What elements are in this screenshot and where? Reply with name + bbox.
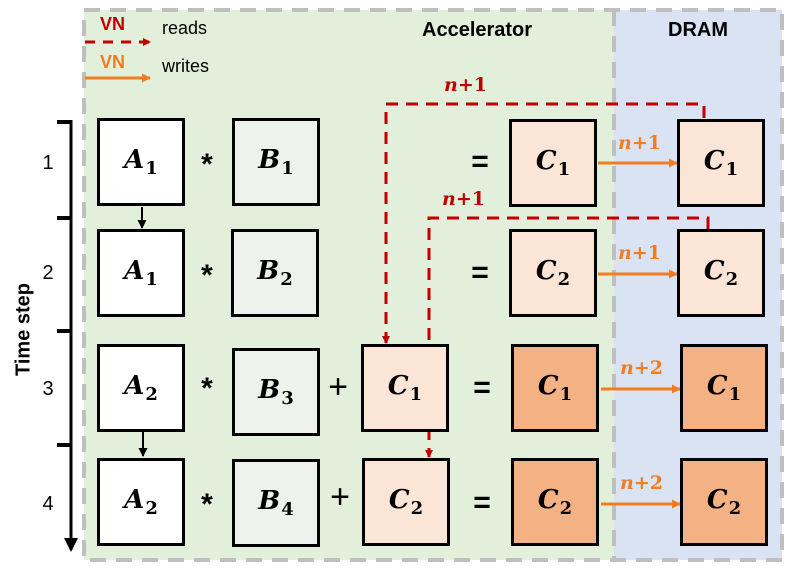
accel-c-input-box: C2	[362, 458, 450, 546]
accel-c-input-box: C1	[361, 344, 449, 432]
dram-c-box: C2	[680, 458, 768, 546]
matrix-b-box: B4	[232, 459, 320, 547]
step-label-1: 1	[42, 152, 54, 174]
dram-c-box: C1	[677, 119, 765, 207]
equals-operator: =	[473, 371, 491, 404]
write-version-label-3: n+2	[620, 357, 663, 379]
write-version-label-4: n+2	[620, 472, 663, 494]
step-label-4: 4	[42, 493, 54, 515]
matrix-b-box: B2	[231, 229, 319, 317]
step-label-2: 2	[42, 262, 54, 284]
write-version-label-1: n+1	[618, 132, 661, 154]
write-version-label-2: n+1	[618, 242, 661, 264]
time-step-axis-title: Time step	[12, 283, 35, 376]
step-label-3: 3	[42, 378, 54, 400]
multiply-operator: *	[201, 488, 213, 521]
matrix-a-box: A2	[97, 458, 185, 546]
multiply-operator: *	[201, 148, 213, 181]
dram-c-box: C2	[677, 229, 765, 317]
matrix-a-box: A1	[97, 229, 185, 317]
matrix-a-box: A1	[97, 118, 185, 206]
accel-c-output-box: C1	[511, 344, 599, 432]
accelerator-title: Accelerator	[422, 19, 533, 41]
equals-operator: =	[473, 486, 491, 519]
equals-operator: =	[471, 256, 489, 289]
accel-c-output-box: C2	[509, 229, 597, 317]
dram-title: DRAM	[668, 19, 728, 41]
read-version-text: n+1	[442, 188, 485, 210]
dram-c-box: C1	[680, 344, 768, 432]
read-version-label-1: n+1	[444, 74, 487, 96]
accel-c-output-box: C2	[511, 458, 599, 546]
read-path-c1	[382, 102, 706, 344]
plus-operator: +	[328, 368, 348, 406]
legend-write-badge: VN	[100, 52, 126, 72]
legend-read-badge: VN	[100, 14, 126, 34]
matrix-a-box: A2	[97, 344, 185, 432]
accel-c-output-box: C1	[509, 119, 597, 207]
multiply-operator: *	[201, 372, 213, 405]
legend-write-label: writes	[162, 56, 210, 76]
read-version-text: n+1	[444, 74, 487, 96]
multiply-operator: *	[201, 259, 213, 292]
plus-operator: +	[330, 478, 350, 516]
legend-read-label: reads	[162, 18, 208, 38]
matrix-b-box: B1	[232, 118, 320, 206]
outer-dashed-border	[82, 8, 784, 562]
matrix-b-box: B3	[232, 348, 320, 436]
read-version-label-2: n+1	[442, 188, 485, 210]
equals-operator: =	[471, 145, 489, 178]
read-path-c2	[425, 216, 710, 458]
